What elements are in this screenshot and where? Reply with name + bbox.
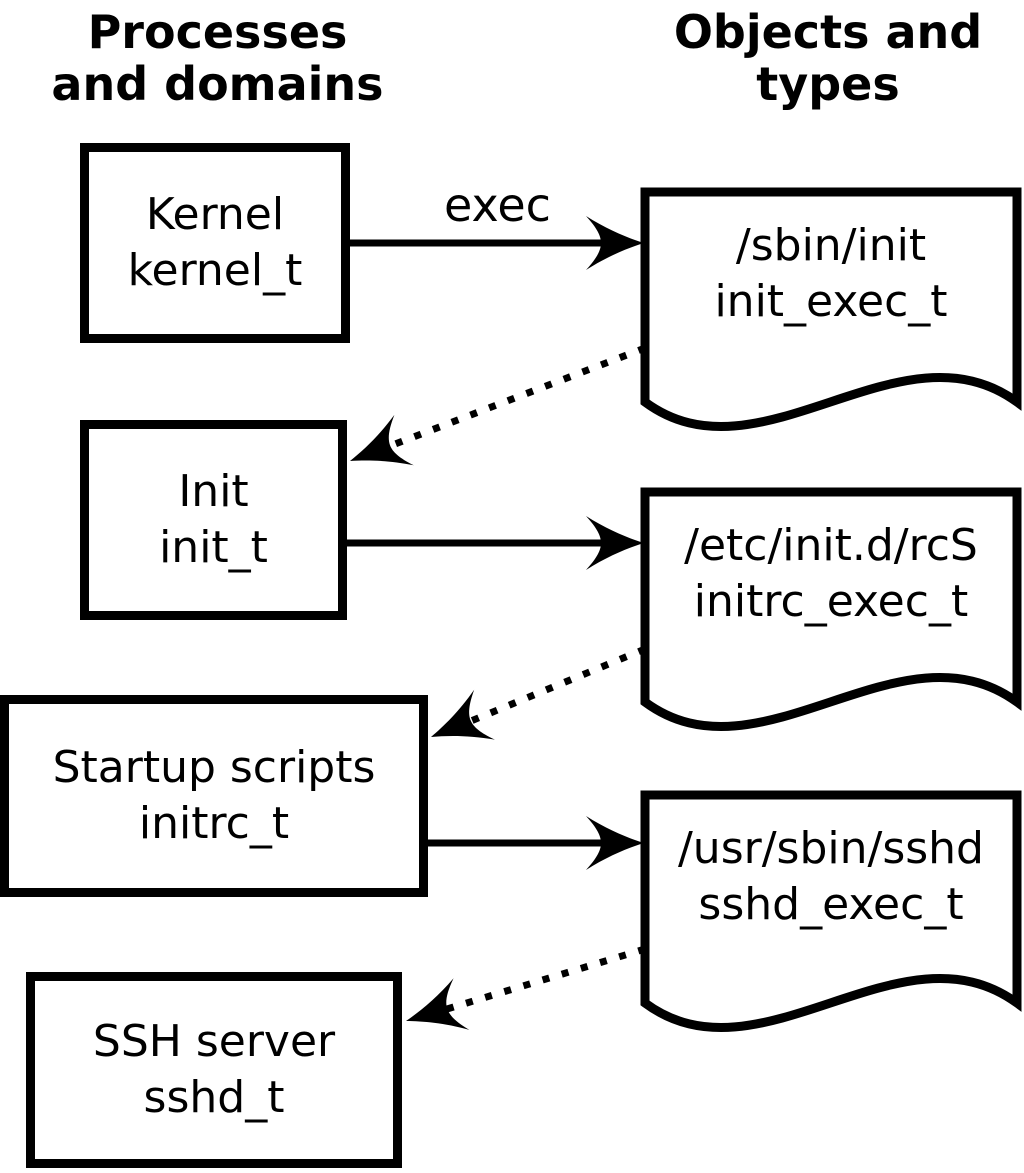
processes-column-header: Processes and domains — [25, 6, 410, 110]
transition-arrowhead-icon — [420, 689, 495, 762]
objects-column-header: Objects and types — [640, 6, 1016, 110]
process-node-init: Init init_t — [80, 420, 347, 620]
process-node-kernel: Kernel kernel_t — [80, 143, 350, 343]
transition-arrow-sshd-exec-to-sshd — [445, 945, 647, 1013]
process-label: Startup scripts — [52, 742, 376, 793]
processes-header-line2: and domains — [51, 57, 384, 111]
process-domain: kernel_t — [127, 245, 303, 296]
exec-arrow-label: exec — [444, 178, 551, 232]
process-domain: initrc_t — [138, 798, 290, 849]
transition-arrow-sbin-init-to-init — [388, 344, 647, 450]
process-node-startup-scripts: Startup scripts initrc_t — [0, 695, 428, 897]
process-label: Init — [178, 466, 249, 517]
process-label: Kernel — [145, 189, 285, 240]
transition-arrowhead-icon — [340, 414, 414, 487]
transition-arrow-rcs-to-initrc — [469, 645, 647, 725]
transition-arrowhead-icon — [398, 978, 470, 1047]
object-node-shape-usr-sbin-sshd — [640, 790, 1022, 1033]
objects-header-line2: types — [756, 57, 900, 111]
object-node-shape-sbin-init — [640, 187, 1022, 432]
process-domain: sshd_t — [143, 1072, 285, 1123]
process-node-ssh-server: SSH server sshd_t — [26, 972, 402, 1168]
object-node-shape-etc-initd-rcs — [640, 487, 1022, 732]
process-domain: init_t — [159, 522, 268, 573]
process-label: SSH server — [92, 1016, 336, 1067]
processes-header-line1: Processes — [87, 5, 348, 59]
objects-header-line1: Objects and — [673, 5, 983, 59]
